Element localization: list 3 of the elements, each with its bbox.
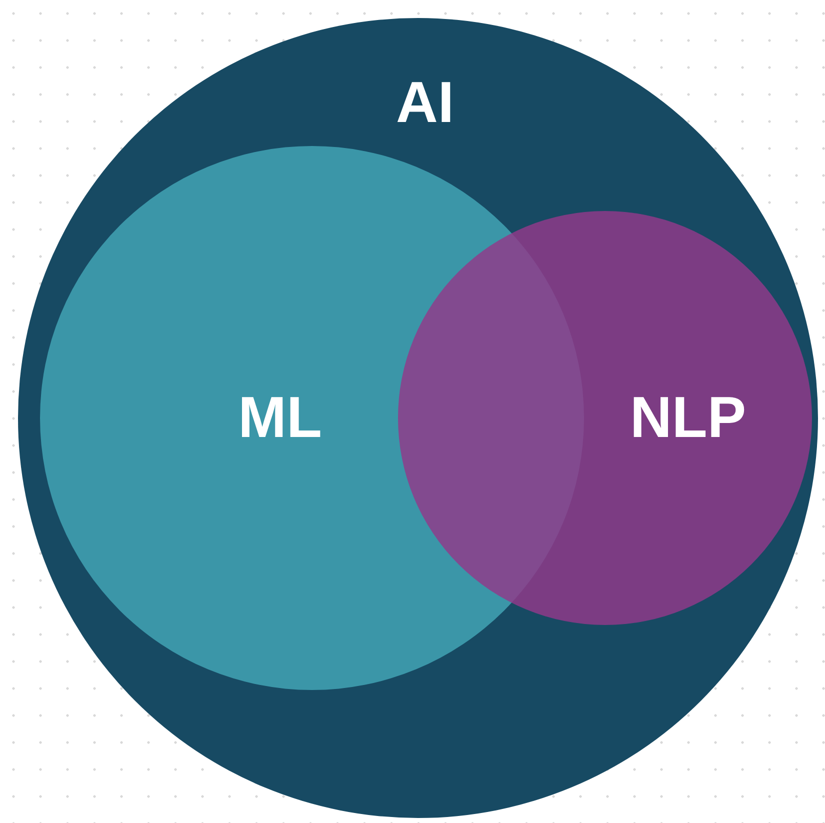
- set-label: AI: [396, 74, 454, 132]
- set-label: ML: [238, 389, 322, 447]
- set-label: NLP: [630, 389, 746, 447]
